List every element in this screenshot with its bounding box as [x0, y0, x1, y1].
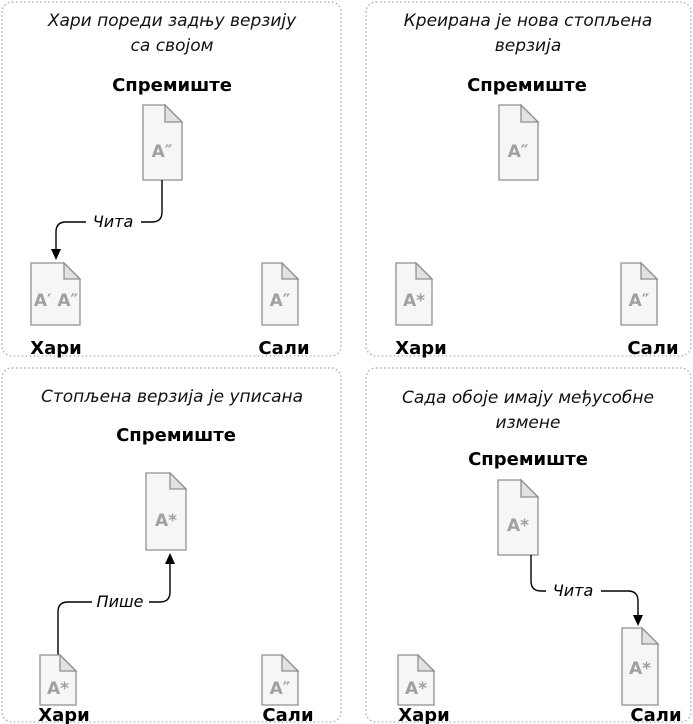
panel-2-harry-label: Хари: [395, 338, 447, 359]
panel-3-write-arrow-label: Пише: [97, 592, 144, 611]
panel-1-read-arrow-head: [51, 249, 61, 260]
panel-4-read-arrow-label: Чита: [553, 581, 594, 600]
panel-2-harry-document-text: A*: [403, 291, 425, 311]
panel-4-sally-document-icon: A*: [621, 626, 660, 706]
panel-4-sally-document-text: A*: [629, 659, 651, 679]
panel-2-sally-document-text: A″: [629, 291, 650, 311]
panel-2-caption-line-1: Креирана је нова стопљена: [404, 11, 653, 31]
panel-1-repository-document-text: A″: [152, 142, 173, 162]
panel-4-caption-line-1: Сада обоје имају међусобне: [402, 388, 654, 408]
panel-2-sally-document-icon: A″: [620, 261, 659, 326]
panel-3-sally-document-icon: A″: [261, 653, 300, 706]
panel-2-caption-line-2: верзија: [495, 36, 562, 56]
panel-1-sally-label: Сали: [258, 338, 309, 359]
panel-4-caption-line-2: измене: [496, 413, 561, 433]
panel-3-repository-document-icon: A*: [145, 471, 188, 551]
panel-3-write-arrow-head: [165, 553, 175, 564]
panel-3-sally-label: Сали: [262, 705, 313, 724]
panel-1-harry-label: Хари: [30, 338, 82, 359]
panel-2: Креирана је нова стопљена верзија Спреми…: [365, 1, 692, 359]
panel-4-harry-document-text: A*: [405, 679, 427, 699]
panel-4-sally-label: Сали: [630, 705, 681, 724]
panel-3-harry-document-text: A*: [47, 679, 69, 699]
panel-2-harry-document-icon: A*: [395, 261, 434, 326]
panel-1-caption-line-1: Хари пореди задњу верзију: [47, 11, 297, 31]
panel-1-harry-document-text: A′ A″: [34, 291, 79, 311]
panel-4-harry-document-icon: A*: [397, 653, 436, 706]
panel-3-caption-line-1: Стопљена верзија је уписана: [41, 387, 303, 407]
panel-2-sally-label: Сали: [627, 338, 678, 359]
panel-2-repository-document-text: A″: [508, 142, 529, 162]
panel-1: Хари пореди задњу верзију са својом Спре…: [1, 1, 342, 359]
panel-1-sally-document-icon: A″: [261, 261, 300, 326]
panel-1-repository-document-icon: A″: [142, 103, 184, 181]
panel-4-repository-document-text: A*: [507, 516, 529, 536]
panel-4: Сада обоје имају међусобне измене Спреми…: [365, 367, 692, 724]
panel-3-harry-document-icon: A*: [39, 653, 78, 706]
panel-3: Стопљена верзија је уписана Спремиште A*…: [1, 367, 342, 724]
panel-4-repository-document-icon: A*: [497, 478, 540, 556]
panel-4-read-arrow-head: [633, 615, 643, 626]
panel-3-repository-label: Спремиште: [116, 425, 236, 446]
panel-4-repository-label: Спремиште: [468, 449, 588, 470]
panel-1-sally-document-text: A″: [270, 291, 291, 311]
panel-1-caption-line-2: са својом: [131, 36, 214, 56]
panel-1-read-arrow-label: Чита: [93, 212, 134, 231]
panel-1-repository-label: Спремиште: [112, 75, 232, 96]
panel-2-repository-label: Спремиште: [467, 75, 587, 96]
panel-3-harry-label: Хари: [38, 705, 90, 724]
panel-4-harry-label: Хари: [398, 705, 450, 724]
panel-3-repository-document-text: A*: [155, 511, 177, 531]
panel-3-sally-document-text: A″: [270, 679, 291, 699]
panel-2-repository-document-icon: A″: [498, 103, 540, 181]
panel-1-harry-document-icon: A′ A″: [30, 261, 82, 326]
